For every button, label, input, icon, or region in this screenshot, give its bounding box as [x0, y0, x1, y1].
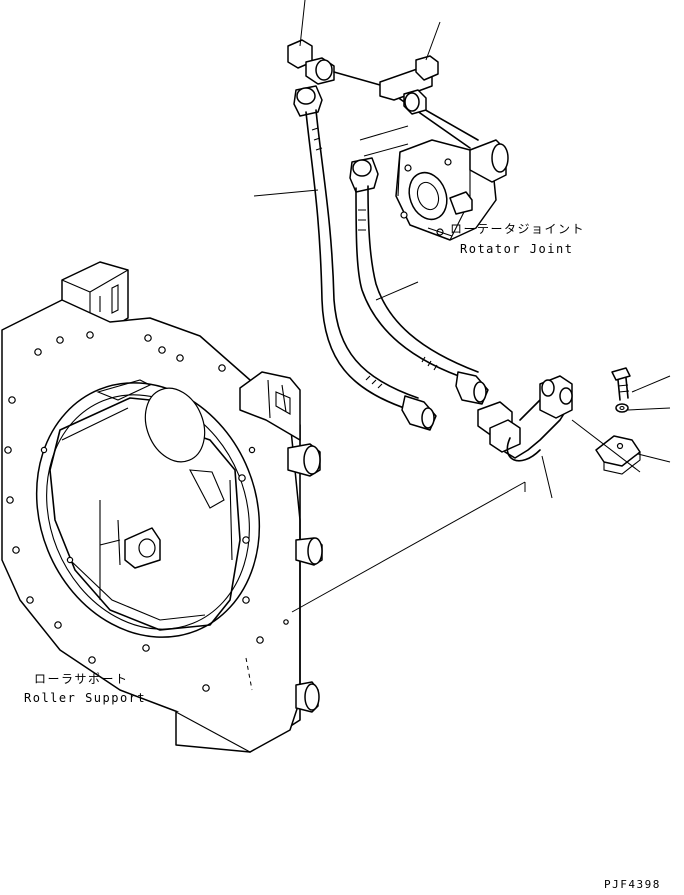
pipe-connector-block: [477, 375, 573, 462]
side-bosses: [287, 443, 323, 713]
top-elbow-fitting: [287, 39, 381, 86]
rotator-joint-label-jp: ローテータジョイント: [450, 222, 586, 236]
clamp: [595, 435, 641, 475]
rotator-joint-label-en: Rotator Joint: [460, 242, 574, 256]
hose-left: [293, 85, 437, 431]
top-right-fitting: [379, 55, 439, 115]
drawing-number: PJF4398: [604, 878, 661, 891]
leader-lines: [253, 0, 671, 613]
washer: [615, 403, 629, 413]
rotator-joint: [379, 84, 509, 241]
roller-support-housing: [1, 261, 323, 753]
roller-support-label-en: Roller Support: [24, 691, 147, 705]
flange-bolt-holes: [4, 331, 264, 692]
bolt: [611, 367, 631, 401]
hose-right: [349, 157, 489, 405]
roller-support-label-jp: ローラサポート: [34, 672, 129, 686]
